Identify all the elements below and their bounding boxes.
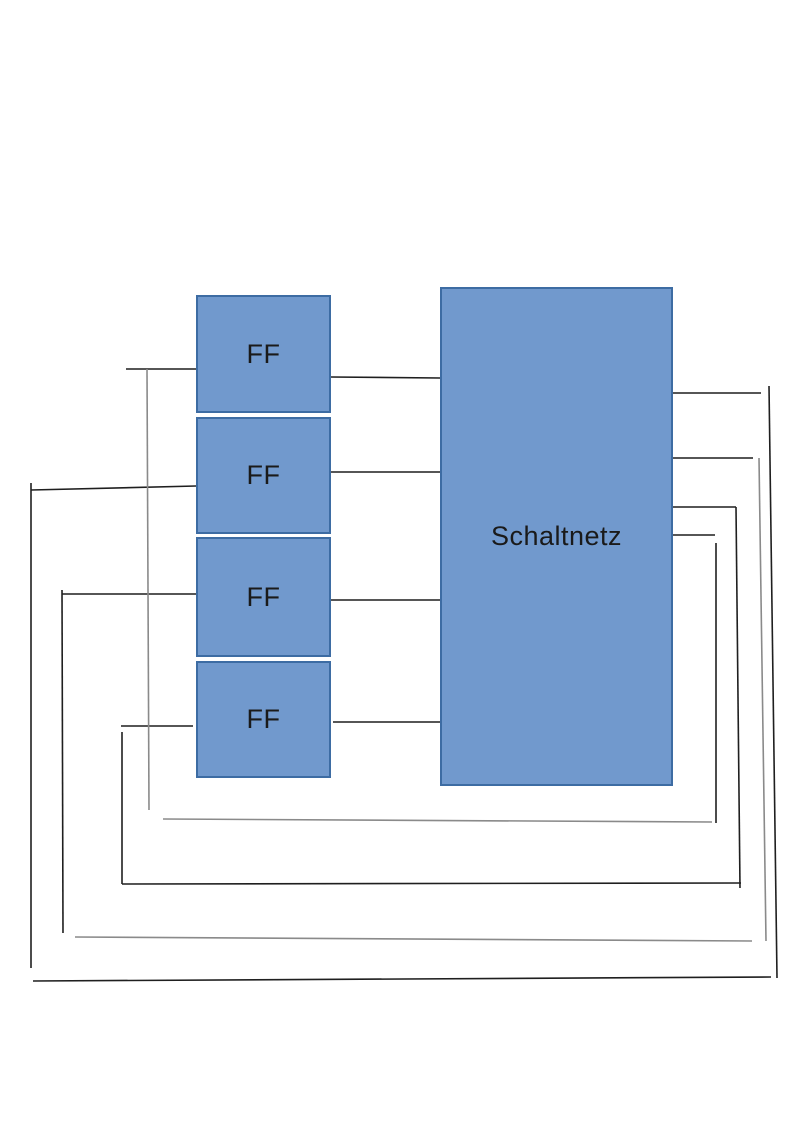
ff-box-1: FF (196, 295, 331, 413)
wire-return-to-ff3 (74, 936, 753, 942)
wire-drop-output-1 (768, 385, 778, 979)
schaltnetz-box: Schaltnetz (440, 287, 673, 786)
wire-ff1-output (330, 376, 441, 379)
ff-box-1-label: FF (246, 338, 281, 369)
wire-drop-output-2 (758, 457, 767, 942)
wire-return-to-ff4 (121, 882, 742, 885)
ff-box-2: FF (196, 417, 331, 534)
ff-box-4: FF (196, 661, 331, 778)
wire-riser-to-ff3 (61, 589, 64, 934)
ff-box-2-label: FF (246, 460, 281, 490)
wire-riser-to-ff1 (146, 368, 150, 811)
ff-box-3-label: FF (246, 581, 281, 612)
ff-box-4-label: FF (246, 704, 281, 734)
wire-ff2-input (30, 485, 197, 491)
ff-box-3: FF (196, 537, 331, 657)
schaltnetz-label: Schaltnetz (490, 521, 623, 551)
wire-return-to-ff2 (32, 976, 772, 982)
wire-drop-output-3 (735, 506, 741, 889)
wire-return-to-ff1 (162, 818, 713, 823)
